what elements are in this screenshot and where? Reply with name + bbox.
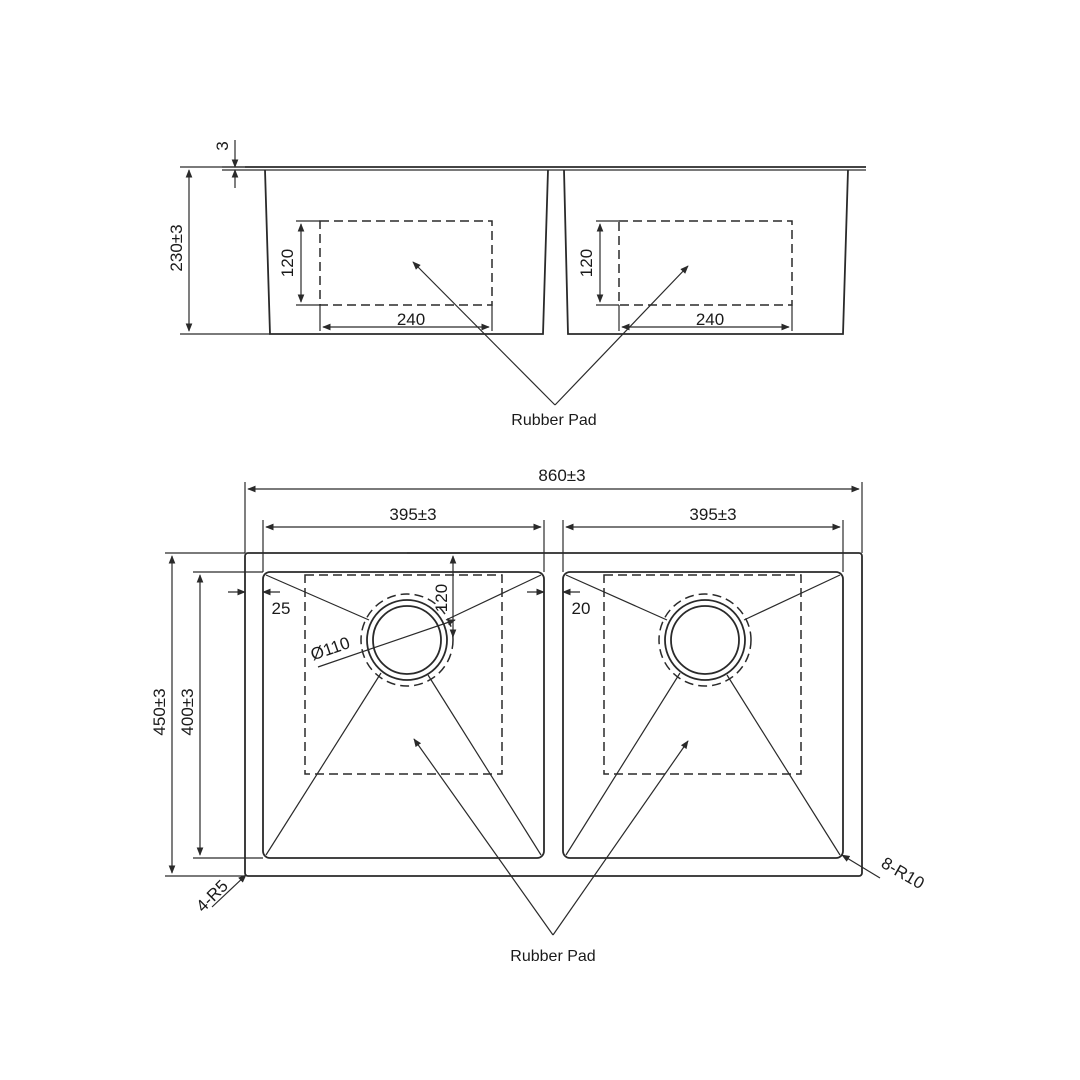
right-bowl-profile (563, 169, 849, 335)
top-pad-leader-left (413, 738, 554, 936)
side-view: 3 230±3 120 240 120 240 Rubber Pad (167, 140, 866, 429)
left-slope-br (427, 674, 542, 856)
outer-flange (244, 552, 863, 877)
outer-radius-label: 4-R5 (192, 876, 231, 915)
right-slope-br (726, 674, 841, 856)
drain-diameter-label: Ø110 (308, 633, 352, 664)
side-pad-leader-left (412, 261, 556, 406)
left-bowl-profile (264, 169, 549, 335)
overall-width-label: 860±3 (538, 466, 585, 485)
left-slope-tr (445, 574, 542, 621)
overall-depth-label: 450±3 (150, 688, 169, 735)
drain-diameter-leader (317, 619, 456, 668)
left-drain-ring (366, 599, 448, 681)
left-pad-height-label: 120 (278, 249, 297, 277)
right-slope-bl (565, 672, 681, 856)
side-pad-callout: Rubber Pad (511, 412, 596, 429)
left-margin-label: 25 (272, 599, 291, 618)
left-drain-outer (360, 593, 454, 687)
rim-thickness-label: 3 (213, 141, 232, 150)
top-view: 860±3 395±3 395±3 120 Ø110 25 20 450±3 (150, 466, 928, 965)
left-drain-inner (372, 605, 442, 675)
top-pad-leader-right (552, 740, 689, 936)
right-bowl-width-label: 395±3 (689, 505, 736, 524)
depth-label: 230±3 (167, 224, 186, 271)
right-pad-height-label: 120 (577, 249, 596, 277)
drain-offset-label: 120 (432, 584, 451, 612)
side-pad-leader-right (554, 265, 689, 406)
right-rubber-pad-top (603, 574, 802, 775)
top-pad-callout: Rubber Pad (510, 948, 595, 965)
right-rubber-pad-side (618, 220, 793, 306)
right-slope-tr (743, 574, 841, 621)
divider-gap-label: 20 (572, 599, 591, 618)
right-drain-inner (670, 605, 740, 675)
left-slope-tl (265, 574, 370, 621)
left-slope-bl (265, 672, 382, 856)
outer-radius-leader (211, 874, 247, 908)
left-bowl-width-label: 395±3 (389, 505, 436, 524)
left-rubber-pad-side (319, 220, 493, 306)
inner-radius-label: 8-R10 (878, 853, 928, 893)
right-drain-ring (664, 599, 746, 681)
left-pad-width-label: 240 (397, 310, 425, 329)
bowl-depth-label: 400±3 (178, 688, 197, 735)
inner-radius-leader (841, 854, 881, 879)
left-bowl-outline (262, 571, 545, 859)
right-bowl-outline (562, 571, 844, 859)
right-drain-outer (658, 593, 752, 687)
right-pad-width-label: 240 (696, 310, 724, 329)
left-rubber-pad-top (304, 574, 503, 775)
right-slope-tl (565, 574, 668, 621)
